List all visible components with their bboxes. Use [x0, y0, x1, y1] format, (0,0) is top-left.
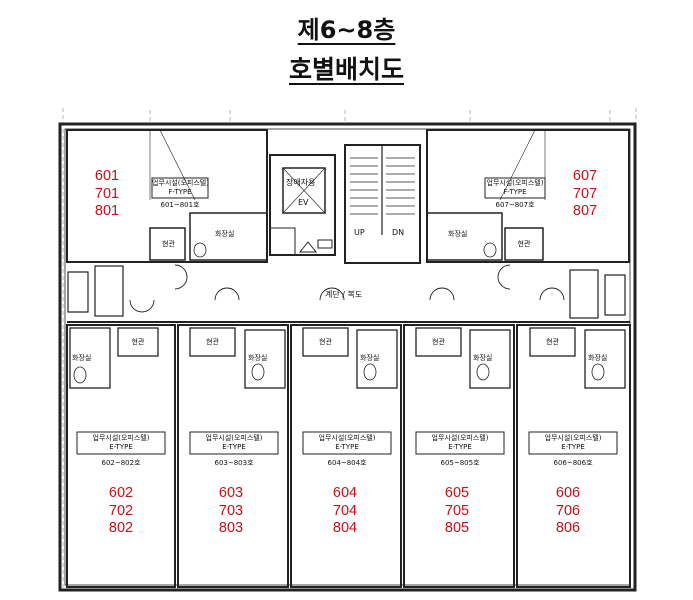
page-subtitle: 호별배치도: [288, 55, 404, 84]
elevator-label: 장애자용: [286, 178, 316, 187]
unit-range-label: 607~807호: [495, 201, 535, 209]
entrance-label: 현관: [319, 338, 332, 346]
entrance-label: 현관: [517, 240, 531, 248]
corridor-label: 계단 / 복도: [325, 290, 363, 299]
entrance-label: 현관: [546, 338, 559, 346]
bath-label: 화장실: [248, 354, 268, 362]
entrance-label: 현관: [131, 338, 145, 346]
elevator-code: EV: [298, 198, 309, 207]
unit-range-label: 602~802호: [101, 459, 141, 467]
unit-use-label: 업무시설(오피스텔)E-TYPE: [318, 434, 376, 451]
unit-use-label: 업무시설(오피스텔)E-TYPE: [544, 434, 602, 451]
bath-label: 화장실: [360, 354, 380, 362]
entrance-label: 현관: [206, 338, 219, 346]
unit-range-label: 601~801호: [160, 201, 200, 209]
unit-range-label: 606~806호: [553, 459, 593, 467]
unit-range-label: 604~804호: [327, 459, 367, 467]
unit-use-label: 업무시설(오피스텔)F-TYPE: [152, 179, 209, 196]
bath-label: 화장실: [215, 230, 235, 238]
page-title: 제6~8층: [297, 16, 396, 44]
entrance-label: 현관: [162, 240, 175, 248]
unit-use-label: 업무시설(오피스텔)F-TYPE: [486, 179, 544, 196]
bath-label: 화장실: [448, 230, 468, 238]
bath-label: 화장실: [473, 354, 493, 362]
unit-range-label: 605~805호: [440, 459, 480, 467]
stair-up-label: UP: [354, 228, 365, 237]
entrance-label: 현관: [432, 338, 445, 346]
unit-use-label: 업무시설(오피스텔)E-TYPE: [92, 434, 150, 451]
unit-use-label: 업무시설(오피스텔)E-TYPE: [431, 434, 489, 451]
unit-range-label: 603~803호: [214, 459, 254, 467]
unit-use-label: 업무시설(오피스텔)E-TYPE: [205, 434, 263, 451]
stair-down-label: DN: [392, 228, 405, 237]
bath-label: 화장실: [72, 354, 92, 362]
bath-label: 화장실: [588, 354, 608, 362]
